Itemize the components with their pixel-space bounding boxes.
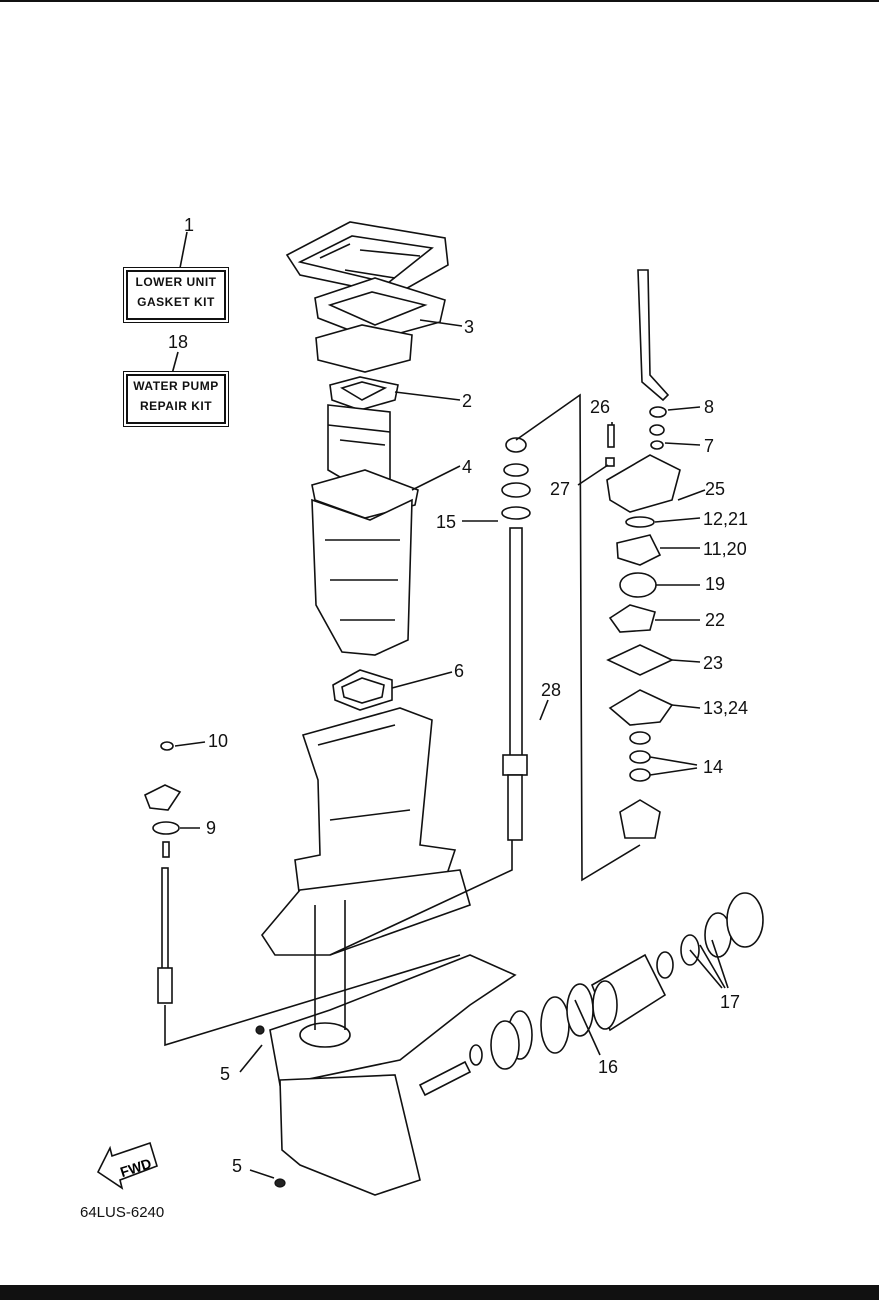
kit-label-line2: REPAIR KIT [139,399,213,413]
callout-19: 19 [705,574,726,594]
kit-label-line1: WATER PUMP [133,379,219,393]
top-border [0,0,879,2]
shift-rod [143,741,182,1004]
lower-casing [269,900,517,1196]
water-tube [637,269,670,450]
callout-12-21: 12,21 [703,509,749,529]
gasket-4 [311,469,419,519]
kit-label-line1: LOWER UNIT [135,275,217,289]
callout-16: 16 [598,1057,619,1077]
leader-lines [164,231,729,1179]
callout-14: 14 [703,757,724,777]
callout-2: 2 [462,391,473,411]
propeller-shaft [418,1060,472,1097]
bolt-5b-icon [274,1178,286,1188]
callout-28: 28 [541,680,562,700]
upper-casing [261,707,471,956]
document-code: 64LUS-6240 [80,1204,165,1221]
callout-4: 4 [462,457,473,477]
callout-11-20: 11,20 [703,539,747,559]
callout-13-24: 13,24 [703,698,749,718]
fwd-arrow-icon [96,1141,158,1190]
driveshaft [501,437,531,841]
lower-unit-gasket-kit-box: LOWER UNIT GASKET KIT [126,270,226,320]
bolt-5a-icon [255,1025,265,1035]
upper-plate [315,324,413,373]
kit-label-line2: GASKET KIT [137,295,215,309]
seal-6 [332,669,393,711]
callout-5-upper: 5 [220,1064,231,1084]
callout-23: 23 [703,653,724,673]
callout-17: 17 [720,992,741,1012]
water-pump-repair-kit-box: WATER PUMP REPAIR KIT [126,374,226,424]
exhaust-plate [285,221,449,296]
callout-27: 27 [550,479,571,499]
gasket-2 [329,376,399,411]
bearing-housing [469,892,764,1070]
callout-25: 25 [705,479,726,499]
bottom-border-bar [0,1285,879,1300]
callout-5-lower: 5 [232,1156,243,1176]
callout-1: 1 [184,215,195,235]
callout-9: 9 [206,818,217,838]
exhaust-casing [311,498,413,656]
callout-15: 15 [436,512,457,532]
callout-26: 26 [590,397,611,417]
callout-22: 22 [705,610,726,630]
gasket-3 [314,277,446,341]
callout-10: 10 [208,731,229,751]
callout-3: 3 [464,317,475,337]
callout-8: 8 [704,397,715,417]
callout-7: 7 [704,436,715,456]
callout-18: 18 [168,332,189,352]
water-pump [605,424,681,839]
callout-6: 6 [454,661,465,681]
